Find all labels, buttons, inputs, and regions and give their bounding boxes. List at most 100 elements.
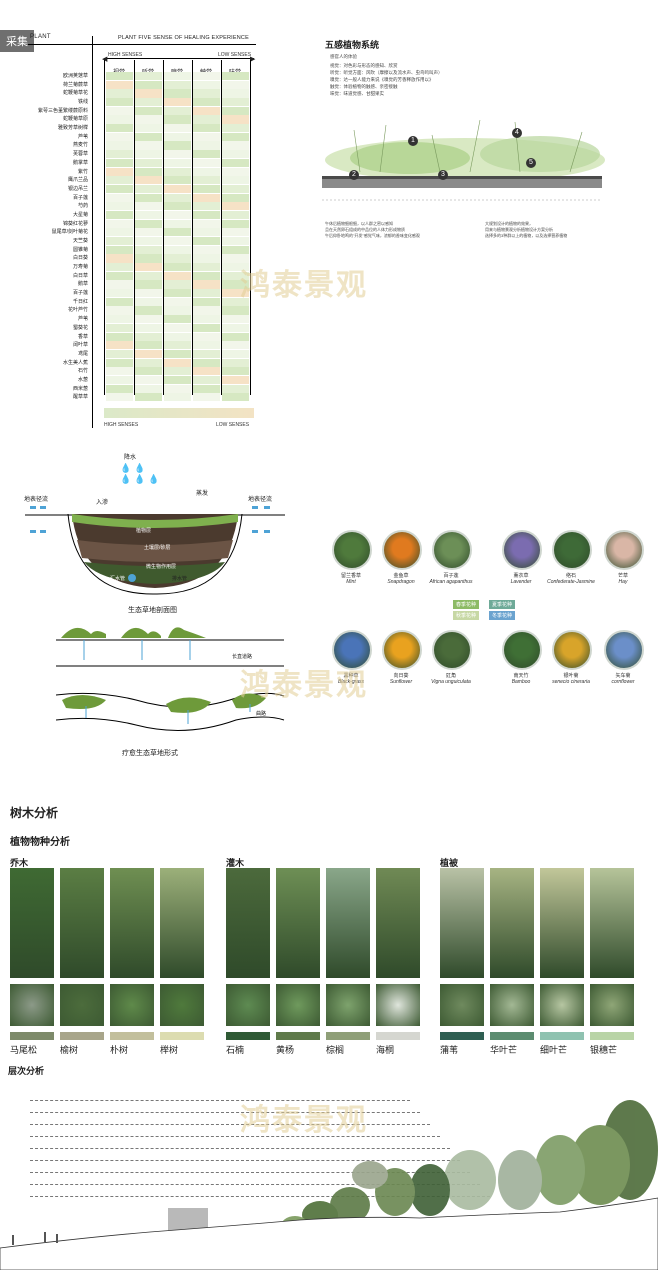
matrix-cell [135,323,162,332]
tree-photo [10,868,54,978]
legend-spring: 春季花种 [453,600,480,609]
matrix-cell [222,323,249,332]
matrix-cell [193,98,220,107]
plant-name: 万寿菊 [72,264,88,271]
matrix-cell [164,341,191,350]
matrix-cell [222,132,249,141]
species-name: 榉树 [160,1045,179,1055]
matrix-column-rule [163,60,164,395]
matrix-cell [106,210,133,220]
plant-name-cn: 百子莲 [443,573,459,579]
plant-name: 紫竹 [77,168,88,175]
matrix-cell [135,115,162,124]
matrix-cell [135,184,162,194]
plant-photo [432,630,472,670]
plant-name-en: Confederate-Jasmine [547,579,595,585]
plant-photo [332,630,372,670]
layer-analysis-title: 层次分析 [8,1066,45,1076]
species-name: 榆树 [60,1045,79,1055]
tree-photo [440,868,484,978]
color-swatch [10,1032,54,1040]
matrix-cell [222,358,249,367]
matrix-cell [164,150,191,159]
matrix-cell [164,289,191,298]
matrix-cell [222,115,249,124]
matrix-cell [106,254,133,263]
matrix-cell [135,80,162,89]
matrix-cell [222,237,249,246]
matrix-cell [135,150,162,159]
plant-name: 蜀葵花 [72,324,88,331]
high-senses-bottom: HIGH SENSES [104,422,139,428]
plant-photo [502,630,542,670]
matrix-cell [164,306,191,315]
note-line: 午休后植物细根细，以人群之密以感知 [325,221,393,226]
matrix-cell [193,349,220,359]
matrix-cell [222,263,249,272]
matrix-cell [106,297,133,306]
species-name: 海桐 [376,1045,395,1055]
matrix-cell [135,280,162,289]
plant-name-en: Mint [346,579,356,585]
matrix-cell [193,358,220,367]
watermark: 鸿泰景观 [240,269,368,302]
matrix-cell [106,89,133,98]
plant-name-cn: 芒草 [617,573,628,579]
drain-label: 汇水管 [110,576,126,582]
matrix-cell [193,254,220,263]
tree-photo [276,868,320,978]
matrix-cell [222,141,249,150]
plant-name: 鸢尾 [77,350,88,357]
matrix-cell [106,332,133,341]
layer-soil: 土壤层/砂层 [144,545,171,551]
species-name: 华叶芒 [490,1045,518,1055]
species-name: 蒲苇 [440,1045,459,1055]
matrix-cell [106,306,133,315]
matrix-cell [193,271,220,280]
matrix-cell [164,115,191,124]
matrix-cell [135,289,162,298]
matrix-cell [222,254,249,263]
plant-name: 芍药 [77,203,88,210]
species-name: 马尾松 [10,1045,38,1055]
matrix-cell [135,106,162,115]
matrix-cell [193,124,220,133]
matrix-cell [106,219,133,228]
matrix-cell [193,323,220,332]
plant-name: 银边吊兰 [67,185,88,192]
matrix-cell [106,202,133,211]
plant-name: 水生美人蕉 [62,359,88,366]
plant-photo [552,630,592,670]
matrix-cell [222,80,249,89]
matrix-cell [222,228,249,237]
plant-name-en: Hay [618,579,628,585]
matrix-cell [164,106,191,115]
tree-detail-photo [60,984,104,1026]
tree-detail-photo [440,984,484,1026]
plant-photo [604,530,644,570]
matrix-cell [193,237,220,246]
tree-detail-photo [326,984,370,1026]
matrix-cell [135,202,162,211]
matrix-cell [222,306,249,315]
matrix-column [222,60,249,402]
arrow-right-icon: ▶ [250,56,256,63]
matrix-cell [106,115,133,124]
drain-right-label: 排水管 [172,576,188,582]
matrix-cell [193,367,220,376]
matrix-cell [222,184,249,194]
five-sense-title: 五感植物系统 [325,40,380,50]
plant-photo [382,630,422,670]
matrix-column-rule [134,60,135,395]
species-name: 银穗芒 [590,1045,618,1055]
matrix-cell [222,158,249,167]
matrix-cell [222,393,249,402]
tree-photo [590,868,634,978]
infiltration-label: 入渗 [96,500,109,506]
plant-name: 香草 [77,333,88,340]
